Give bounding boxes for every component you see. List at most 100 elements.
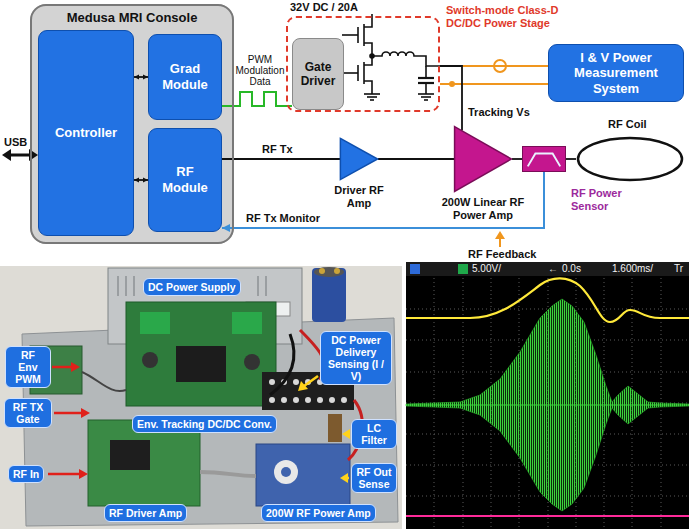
oscilloscope-screen bbox=[406, 405, 689, 406]
measurement-box: I & V Power Measurement System bbox=[548, 44, 684, 102]
leader-arrow bbox=[79, 469, 88, 479]
node-label: RF Driver Amp bbox=[109, 507, 182, 519]
oscilloscope-screen bbox=[406, 278, 689, 322]
power-stage-circuit bbox=[425, 83, 427, 94]
arrow-head bbox=[134, 178, 139, 183]
connector-line bbox=[222, 158, 340, 160]
photo-tag: RF Driver Amp bbox=[104, 504, 187, 522]
photo-tag: DC Power Delivery Sensing (I / V) bbox=[320, 331, 392, 385]
hardware-photo bbox=[22, 318, 398, 526]
console-fill bbox=[30, 4, 234, 244]
power-stage-circuit bbox=[418, 77, 434, 79]
photo-tag: 200W RF Power Amp bbox=[261, 504, 376, 522]
leader-arrow bbox=[304, 376, 318, 386]
photo-tag: RF Out Sense bbox=[351, 463, 397, 493]
scope-scale: 0.0s bbox=[562, 263, 581, 275]
hardware-photo bbox=[232, 312, 262, 334]
filter-symbol bbox=[523, 147, 565, 171]
hardware-photo bbox=[257, 276, 259, 296]
node-label: RF Module bbox=[153, 164, 217, 195]
node-label: 200W Linear RF Power Amp bbox=[435, 196, 531, 222]
power-stage-circuit bbox=[342, 14, 440, 100]
signal-connector bbox=[134, 75, 148, 80]
hardware-photo bbox=[281, 397, 287, 403]
connector-line bbox=[440, 66, 462, 131]
hardware-photo bbox=[293, 379, 299, 385]
oscilloscope-screen bbox=[458, 264, 468, 274]
photo-tag: Env. Tracking DC/DC Conv. bbox=[132, 415, 277, 433]
signal-connector bbox=[134, 178, 148, 183]
node-label: Medusa MRI Console bbox=[32, 10, 232, 25]
hardware-photo bbox=[328, 414, 342, 442]
module-box: RF Module bbox=[148, 128, 222, 232]
usb-arrow bbox=[2, 149, 38, 161]
photo-tag: DC Power Supply bbox=[143, 278, 241, 296]
connector-line bbox=[566, 158, 576, 160]
connector-label: Tracking Vs bbox=[468, 106, 530, 119]
oscilloscope-screen bbox=[406, 309, 689, 310]
console-panel: Medusa MRI ConsoleController Grad ModuleR… bbox=[30, 4, 234, 244]
controller-box: Controller bbox=[38, 30, 134, 236]
connector-label: PWM Modulation Data bbox=[235, 54, 285, 87]
node-label: LC Filter bbox=[356, 422, 392, 446]
hardware-photo bbox=[140, 312, 170, 334]
node-label: RF In bbox=[13, 468, 39, 480]
feedback-arrow bbox=[495, 231, 505, 247]
hardware-photo bbox=[314, 267, 344, 277]
hardware-photo bbox=[293, 397, 299, 403]
node-label: RF Out Sense bbox=[356, 466, 392, 490]
power-stage-circuit bbox=[364, 81, 372, 94]
signal-connector bbox=[222, 172, 544, 232]
feedback-arrow bbox=[495, 231, 505, 239]
power-stage-circuit bbox=[364, 93, 380, 95]
power-stage-circuit bbox=[370, 99, 374, 101]
amplifier-symbol bbox=[454, 126, 512, 192]
power-stage-circuit bbox=[372, 52, 440, 66]
power-stage-circuit bbox=[367, 96, 377, 98]
hardware-photo bbox=[0, 266, 402, 529]
node-label: Grad Module bbox=[153, 61, 217, 92]
connector-line bbox=[378, 158, 454, 160]
usb-arrow bbox=[8, 154, 32, 157]
power-stage-region: Switch-mode Class-D DC/DC Power StageGat… bbox=[286, 16, 440, 112]
scope-scale: ← bbox=[548, 263, 558, 275]
oscilloscope-screen bbox=[406, 262, 689, 529]
hardware-photo bbox=[256, 444, 350, 506]
power-stage-circuit bbox=[418, 93, 434, 95]
rf-coil: RF Coil bbox=[576, 136, 684, 182]
measurement-wires bbox=[450, 82, 454, 86]
scope-scale: 5.00V/ bbox=[472, 263, 501, 275]
power-stage-circuit bbox=[421, 96, 431, 98]
photo-tag: RF Env PWM bbox=[5, 346, 51, 388]
amplifier-triangle: 200W Linear RF Power Amp bbox=[454, 126, 512, 192]
leader-arrow bbox=[71, 362, 80, 372]
hardware-photo bbox=[110, 440, 150, 470]
filter-symbol bbox=[528, 153, 560, 166]
hardware-photo bbox=[341, 397, 347, 403]
hardware-photo bbox=[126, 302, 276, 406]
leader-arrow bbox=[81, 408, 90, 418]
hardware-photo bbox=[319, 268, 325, 274]
hardware-photo bbox=[125, 276, 127, 296]
hardware-photo bbox=[82, 372, 126, 391]
hardware-photo bbox=[133, 276, 135, 296]
amplifier-symbol bbox=[340, 138, 378, 180]
photo-tag: LC Filter bbox=[351, 419, 397, 449]
hardware-photo bbox=[270, 334, 294, 395]
hardware-photo bbox=[200, 472, 256, 476]
coil-symbol bbox=[578, 138, 682, 180]
arrow-head bbox=[134, 75, 139, 80]
hardware-photo bbox=[0, 266, 402, 529]
hardware-photo bbox=[265, 276, 267, 296]
hardware-photo bbox=[117, 276, 119, 296]
oscilloscope-screen bbox=[410, 264, 420, 274]
hardware-photo bbox=[142, 352, 158, 368]
connector-label: RF Tx bbox=[262, 143, 293, 156]
node-label: 200W RF Power Amp bbox=[266, 507, 371, 519]
hardware-photo bbox=[118, 276, 266, 296]
supply-label: 32V DC / 20A bbox=[290, 1, 358, 14]
node-label: DC Power Delivery Sensing (I / V) bbox=[325, 334, 387, 382]
node-label: Gate Driver bbox=[296, 60, 340, 89]
